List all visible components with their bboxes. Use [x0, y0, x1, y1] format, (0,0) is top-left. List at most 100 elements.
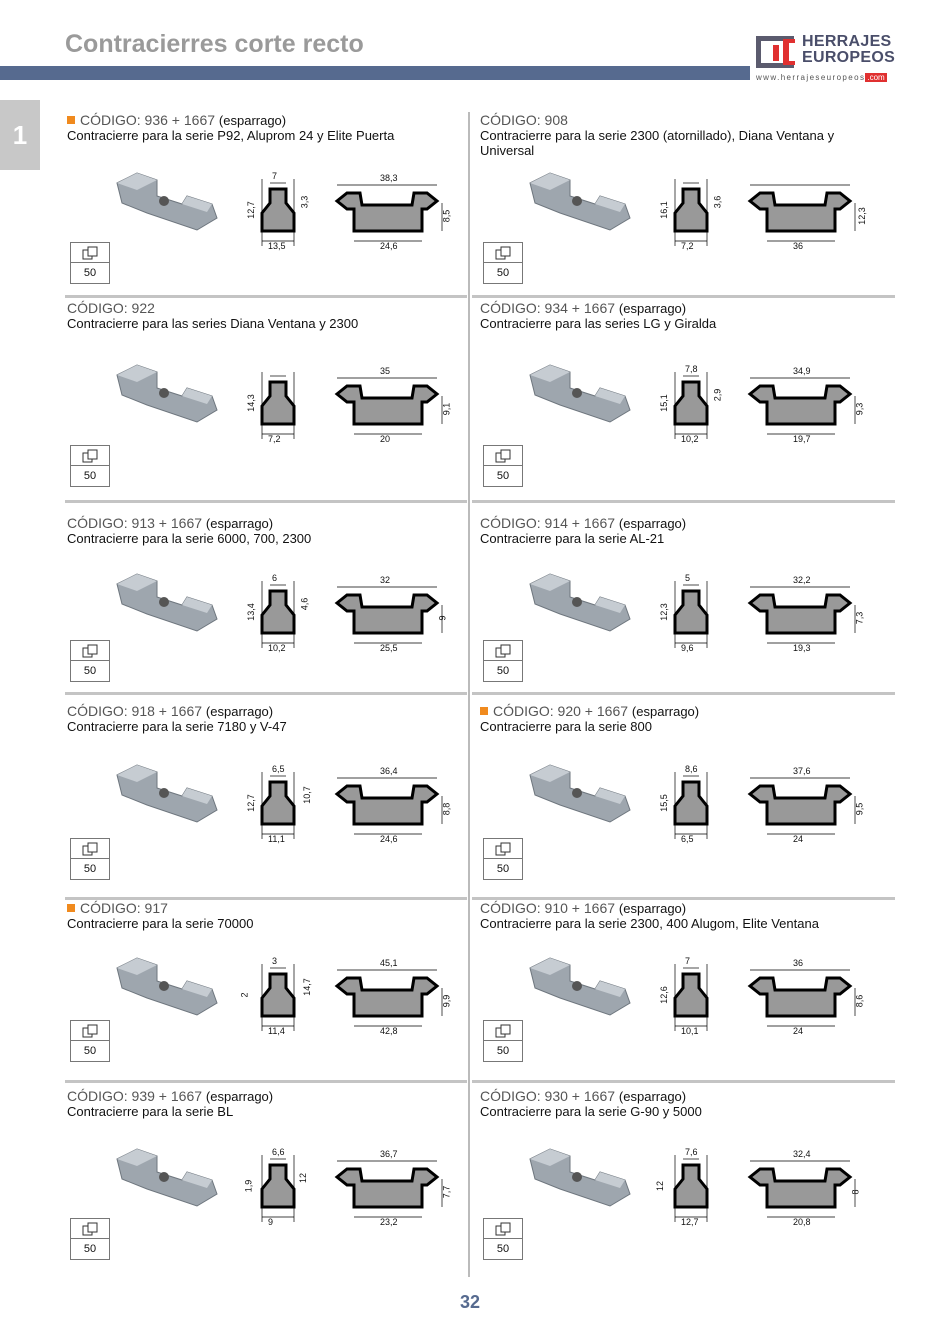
package-quantity: 50 — [83, 863, 97, 875]
product-description: Contracierre para las series LG y Girald… — [480, 316, 717, 331]
product-photo — [116, 956, 218, 1016]
package-quantity-box: 50 — [483, 838, 523, 880]
dim-base: 24,6 — [380, 241, 398, 252]
dim-left: 12,6 — [658, 986, 669, 1004]
dim-height: 8,5 — [441, 209, 452, 223]
dim-bottom: 9,6 — [681, 642, 694, 653]
dim-width: 37,6 — [793, 765, 811, 776]
dim-left: 16,1 — [658, 201, 669, 219]
product-code: CÓDIGO: 908 — [480, 112, 568, 128]
product-code: CÓDIGO: 914 + 1667 (esparrago) — [480, 515, 687, 531]
dim-height: 9,3 — [854, 402, 865, 416]
product-description: Contracierre para la serie 6000, 700, 23… — [67, 531, 312, 546]
product-card: CÓDIGO: 917 Contracierre para la serie 7… — [67, 900, 467, 1075]
dim-base: 24 — [793, 833, 804, 844]
product-photo — [116, 1147, 218, 1207]
dim-base: 42,8 — [380, 1026, 398, 1036]
product-description: Contracierre para la serie 2300 (atornil… — [480, 128, 835, 158]
box-icon — [484, 446, 522, 466]
product-code: CÓDIGO: 920 + 1667 (esparrago) — [480, 703, 880, 719]
product-photo — [116, 764, 218, 823]
dim-base: 20,8 — [793, 1217, 811, 1228]
dim-left: 15,1 — [658, 394, 669, 412]
box-icon — [484, 1021, 522, 1041]
product-photo — [116, 573, 218, 632]
dim-base: 24,6 — [380, 833, 398, 844]
dim-base: 19,7 — [793, 434, 811, 444]
row-divider — [472, 692, 895, 695]
dim-bottom: 10,2 — [681, 434, 699, 444]
dim-base: 24 — [793, 1026, 804, 1036]
product-photo — [116, 364, 218, 423]
row-divider — [65, 1080, 467, 1083]
logo-mark-icon — [756, 36, 795, 68]
package-quantity: 50 — [496, 665, 510, 677]
dim-width: 32 — [380, 574, 391, 585]
package-quantity: 50 — [83, 470, 97, 482]
product-photo — [116, 171, 218, 231]
product-card: CÓDIGO: 910 + 1667 (esparrago)Contracier… — [480, 900, 880, 1075]
package-quantity-box: 50 — [483, 1218, 523, 1260]
dim-top: 6 — [272, 572, 278, 583]
dim-bottom: 10,2 — [268, 642, 286, 653]
package-quantity-box: 50 — [70, 242, 110, 284]
product-code: CÓDIGO: 936 + 1667 (esparrago) — [67, 112, 467, 128]
dim-bottom: 13,5 — [268, 241, 286, 252]
product-code: CÓDIGO: 917 — [67, 900, 467, 916]
dim-top: 6,6 — [272, 1147, 285, 1158]
logo-url: www.herrajeseuropeos.com — [756, 73, 887, 82]
package-quantity-box: 50 — [70, 640, 110, 682]
dim-width: 34,9 — [793, 366, 811, 376]
product-description: Contracierre para la serie BL — [67, 1104, 234, 1119]
dim-base: 25,5 — [380, 642, 398, 653]
dim-width: 32,2 — [793, 574, 811, 585]
dim-left: 12,3 — [658, 602, 669, 621]
dim-width: 38,3 — [380, 173, 398, 184]
dim-height: 9,5 — [854, 802, 865, 816]
dim-top: 3 — [272, 956, 278, 966]
dim-right: 12 — [298, 1173, 309, 1184]
dim-height: 7,3 — [854, 611, 865, 624]
package-quantity-box: 50 — [70, 1020, 110, 1062]
product-photo — [529, 764, 631, 823]
product-card: CÓDIGO: 920 + 1667 (esparrago)Contracier… — [480, 703, 880, 893]
product-card: CÓDIGO: 939 + 1667 (esparrago)Contracier… — [67, 1088, 467, 1273]
dim-right: 2,9 — [712, 388, 723, 402]
package-quantity-box: 50 — [483, 1020, 523, 1062]
product-card: CÓDIGO: 922 Contracierre para las series… — [67, 300, 467, 500]
dim-top: 7 — [272, 171, 278, 182]
product-card: CÓDIGO: 918 + 1667 (esparrago)Contracier… — [67, 703, 467, 893]
dim-height: 8 — [850, 1189, 861, 1195]
box-icon — [71, 839, 109, 859]
package-quantity-box: 50 — [483, 445, 523, 487]
dim-width: 36 — [793, 958, 804, 968]
box-icon — [71, 243, 109, 263]
box-icon — [71, 641, 109, 661]
product-card: CÓDIGO: 936 + 1667 (esparrago)Contracier… — [67, 112, 467, 297]
package-quantity-box: 50 — [70, 1218, 110, 1260]
dim-top: 7 — [685, 956, 691, 966]
page-title: Contracierres corte recto — [65, 30, 364, 58]
product-description: Contracierre para la serie 800 — [480, 719, 652, 734]
dim-width: 32,4 — [793, 1149, 811, 1160]
front-profile-drawing: 37,6 9,5 24 — [745, 764, 870, 844]
product-code: CÓDIGO: 930 + 1667 (esparrago) — [480, 1088, 687, 1104]
product-code: CÓDIGO: 934 + 1667 (esparrago) — [480, 300, 687, 316]
new-marker-icon — [480, 707, 488, 715]
product-description: Contracierre para la serie 7180 y V-47 — [67, 719, 287, 734]
row-divider — [65, 500, 467, 503]
box-icon — [484, 839, 522, 859]
dim-bottom: 12,7 — [681, 1217, 699, 1228]
dim-height: 12,3 — [856, 207, 867, 225]
product-card: CÓDIGO: 914 + 1667 (esparrago)Contracier… — [480, 515, 880, 695]
product-description: Contracierre para la serie 70000 — [67, 916, 254, 931]
